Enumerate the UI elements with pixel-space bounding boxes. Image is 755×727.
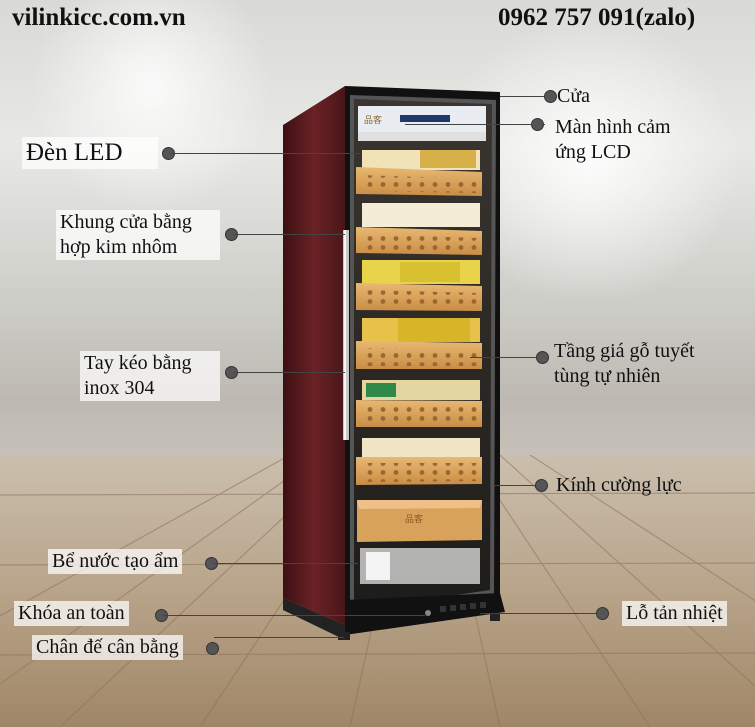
led-strip: [358, 132, 486, 141]
leveling-foot: [338, 632, 350, 640]
door-label: Cửa: [557, 85, 591, 107]
lock-keyhole: [425, 610, 431, 616]
led-label: Đèn LED: [22, 137, 158, 169]
glass-pointer-dot: [535, 479, 548, 492]
cabinet-base: [345, 593, 505, 635]
feet-pointer-dot: [206, 642, 219, 655]
lcd-label: Màn hình cảm ứng LCD: [555, 116, 671, 163]
website-text: vilinkicc.com.vn: [12, 4, 186, 31]
shelf-label: Tầng giá gỗ tuyết tùng tự nhiên: [554, 340, 695, 387]
vent-slots: [440, 602, 486, 612]
glass-label: Kính cường lực: [556, 474, 682, 496]
shelf-pointer-dot: [536, 351, 549, 364]
drawer-logo: 品客: [405, 513, 423, 525]
lock-label: Khóa an toàn: [14, 601, 129, 626]
humidifier-label: Bể nước tạo ẩm: [48, 549, 183, 574]
cabinet-side-panel: [283, 86, 345, 625]
wooden-shelves: [356, 167, 482, 485]
vent-pointer-dot: [596, 607, 609, 620]
phone-text: 0962 757 091(zalo): [498, 4, 696, 31]
vent-label: Lỗ tản nhiệt: [622, 601, 727, 626]
handle-label: Tay kéo bằng inox 304: [80, 351, 220, 401]
lcd-pointer-dot: [531, 118, 544, 131]
frame-label: Khung cửa bằng hợp kim nhôm: [56, 210, 220, 260]
wooden-drawer: [357, 500, 482, 542]
door-pointer-dot: [544, 90, 557, 103]
feet-label: Chân đế cân bằng: [32, 635, 183, 660]
shelf-goods: [362, 150, 480, 458]
screen-logo: 品客: [364, 114, 382, 126]
